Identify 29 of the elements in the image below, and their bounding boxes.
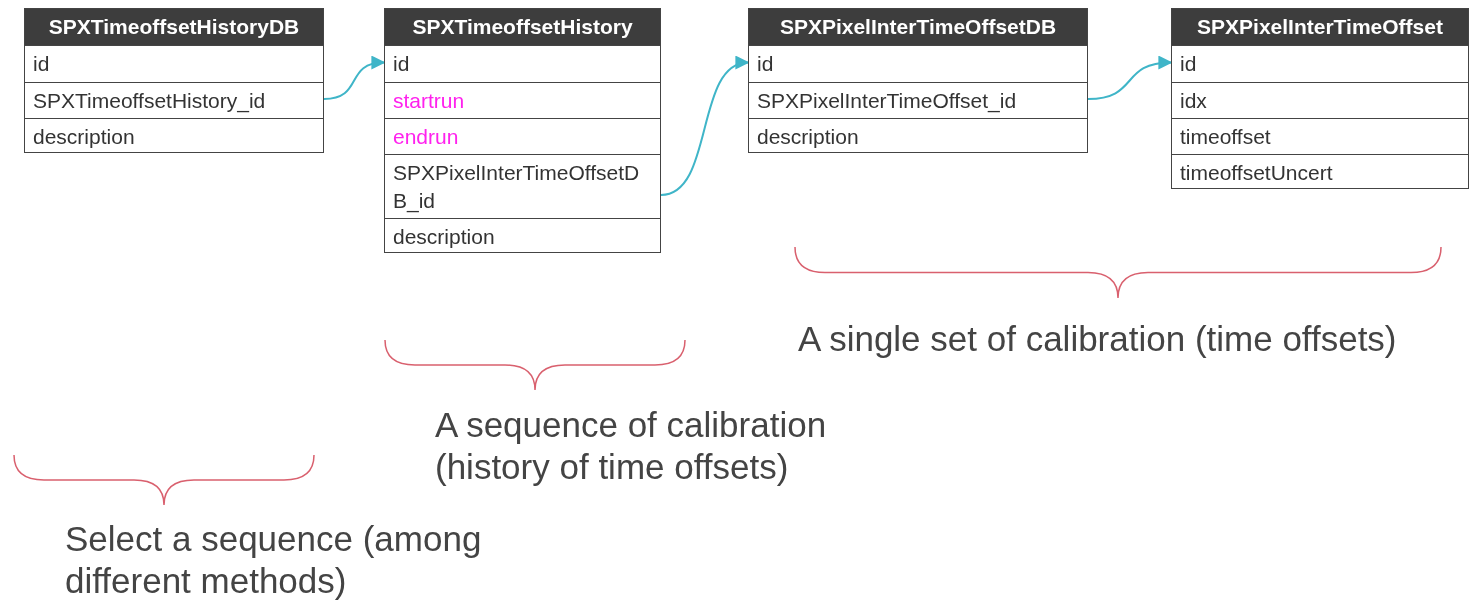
table-field: id	[25, 45, 323, 82]
table-header: SPXTimeoffsetHistory	[385, 9, 660, 45]
table-field: description	[25, 118, 323, 154]
table-field: id	[1172, 45, 1468, 82]
annotation-text: Select a sequence (among different methods)	[65, 518, 483, 602]
table-field: SPXPixelInterTimeOffset_id	[749, 82, 1087, 118]
db-table	[384, 8, 661, 253]
arrow	[660, 58, 750, 196]
arrow	[1087, 56, 1173, 100]
db-table	[24, 8, 324, 153]
table-field: id	[749, 45, 1087, 82]
table-header: SPXTimeoffsetHistoryDB	[25, 9, 323, 45]
db-table	[748, 8, 1088, 153]
table-field: description	[385, 218, 660, 254]
table-field: SPXTimeoffsetHistory_id	[25, 82, 323, 118]
table-field: timeoffset	[1172, 118, 1468, 154]
table-field: id	[385, 45, 660, 82]
annotation-text: A single set of calibration (time offsets)	[798, 318, 1398, 360]
table-header: SPXPixelInterTimeOffset	[1172, 9, 1468, 45]
table-field: idx	[1172, 82, 1468, 118]
db-table	[1171, 8, 1469, 189]
table-header: SPXPixelInterTimeOffsetDB	[749, 9, 1087, 45]
table-field: timeoffsetUncert	[1172, 154, 1468, 190]
arrow	[323, 56, 386, 100]
table-field: SPXPixelInterTimeOffsetDB_id	[385, 154, 660, 218]
annotation-text: A sequence of calibration (history of time offsets)	[435, 404, 828, 488]
table-field: description	[749, 118, 1087, 154]
table-field: startrun	[385, 82, 660, 118]
table-field: endrun	[385, 118, 660, 154]
